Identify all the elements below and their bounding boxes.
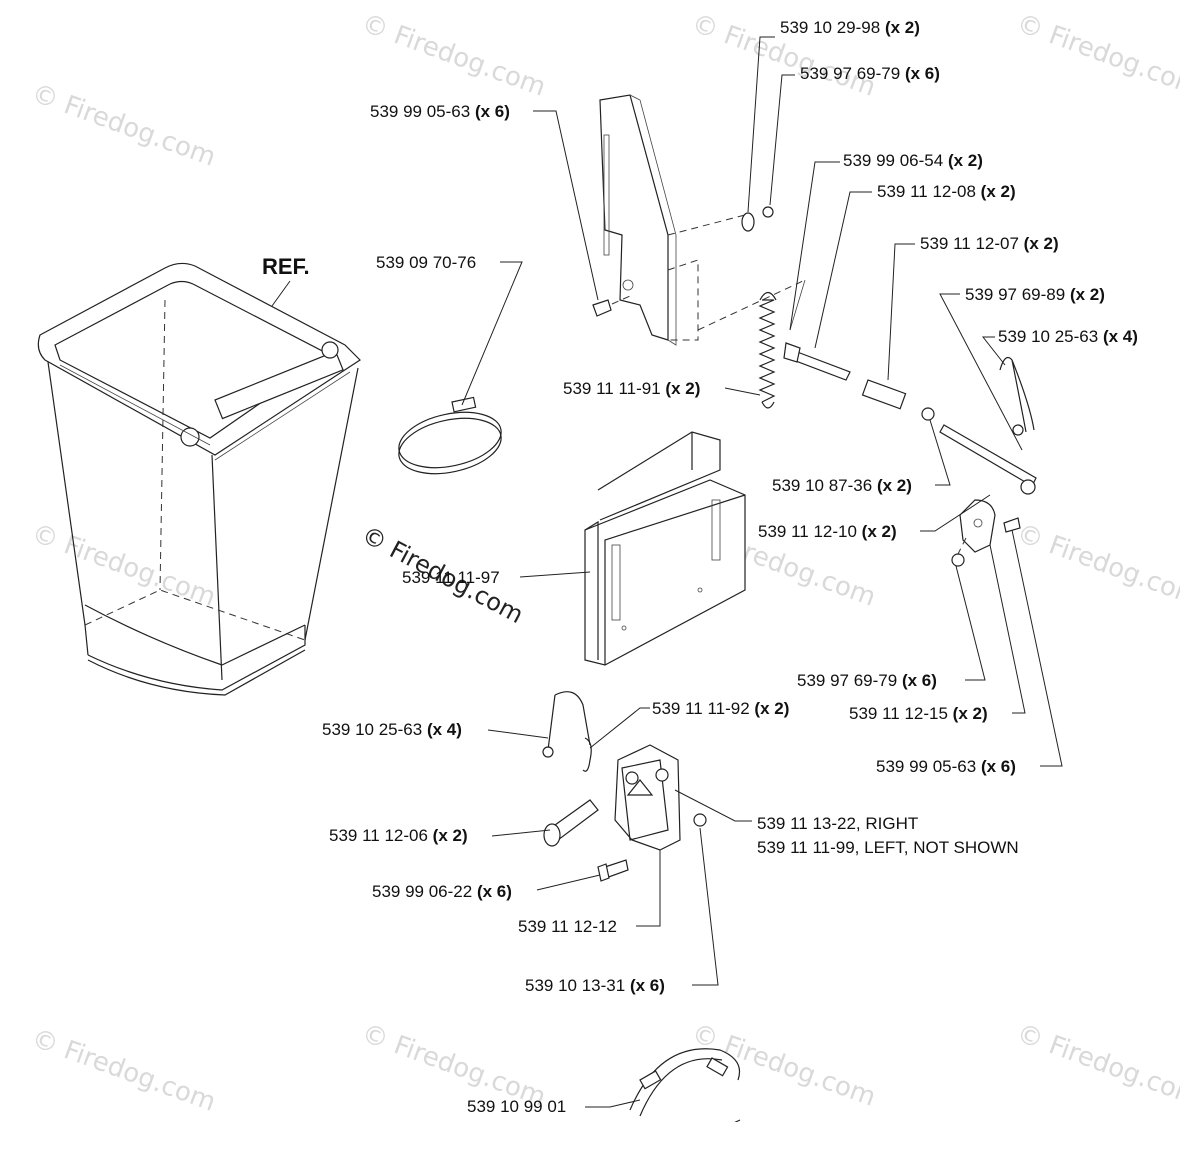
hose-clamp-illustration [398, 396, 502, 475]
watermark: © Firedog.com [28, 1023, 220, 1117]
part-label: 539 99 05-63 (x 6) [370, 102, 510, 121]
part-label: 539 99 05-63 (x 6) [876, 757, 1016, 776]
watermark: © Firedog.com [28, 518, 220, 612]
part-label: 539 10 29-98 (x 2) [780, 18, 920, 37]
part-label: 539 10 87-36 (x 2) [772, 476, 912, 495]
part-label: 539 11 12-15 (x 2) [849, 704, 988, 723]
watermark: © Firedog.com [1013, 518, 1180, 612]
watermark: © Firedog.com [358, 8, 550, 102]
part-label: 539 11 12-06 (x 2) [329, 826, 468, 845]
part-label: 539 99 06-54 (x 2) [843, 151, 983, 170]
callout-labels: 539 10 29-98 (x 2) 539 97 69-79 (x 6) 53… [322, 18, 1138, 1116]
bottom-crop [0, 1122, 1180, 1154]
bottom-clamp-illustration [629, 1048, 741, 1132]
leader-lines [461, 36, 1063, 1108]
mounting-bracket-illustration [592, 94, 806, 346]
leader-line [271, 280, 291, 307]
lower-latch-illustration [542, 691, 707, 882]
catcher-bag-illustration [37, 262, 361, 696]
washer-nut-illustration [741, 206, 774, 232]
latch-plate-illustration [951, 499, 1021, 567]
ref-label: REF. [262, 254, 310, 279]
part-label: 539 99 06-22 (x 6) [372, 882, 512, 901]
main-bracket-illustration [584, 431, 746, 666]
part-label: 539 11 11-92 (x 2) [652, 699, 789, 718]
extension-spring-illustration [758, 291, 777, 409]
part-label: 539 10 25-63 (x 4) [998, 327, 1138, 346]
watermark: © Firedog.com [28, 78, 220, 172]
part-label: 539 11 12-10 (x 2) [758, 522, 897, 541]
part-label: 539 11 12-07 (x 2) [920, 234, 1059, 253]
part-label: 539 11 11-91 (x 2) [563, 379, 700, 398]
part-label: 539 11 13-22, RIGHT [757, 814, 918, 833]
part-label: 539 97 69-79 (x 6) [797, 671, 937, 690]
part-label: 539 11 11-99, LEFT, NOT SHOWN [757, 838, 1019, 857]
part-label: 539 97 69-89 (x 2) [965, 285, 1105, 304]
part-label: 539 10 99 01 [467, 1097, 566, 1116]
part-label: 539 97 69-79 (x 6) [800, 64, 940, 83]
part-label: 539 10 13-31 (x 6) [525, 976, 665, 995]
hair-pin-illustration [999, 357, 1035, 433]
watermark: © Firedog.com [1013, 1018, 1180, 1112]
part-label: 539 11 11-97 [402, 568, 500, 587]
pin-rod-illustration [783, 279, 1037, 495]
part-label: 539 10 25-63 (x 4) [322, 720, 462, 739]
watermark: © Firedog.com [1013, 8, 1180, 102]
part-label: 539 11 12-08 (x 2) [877, 182, 1016, 201]
part-label: 539 11 12-12 [518, 917, 617, 936]
part-label: 539 09 70-76 [376, 253, 476, 272]
